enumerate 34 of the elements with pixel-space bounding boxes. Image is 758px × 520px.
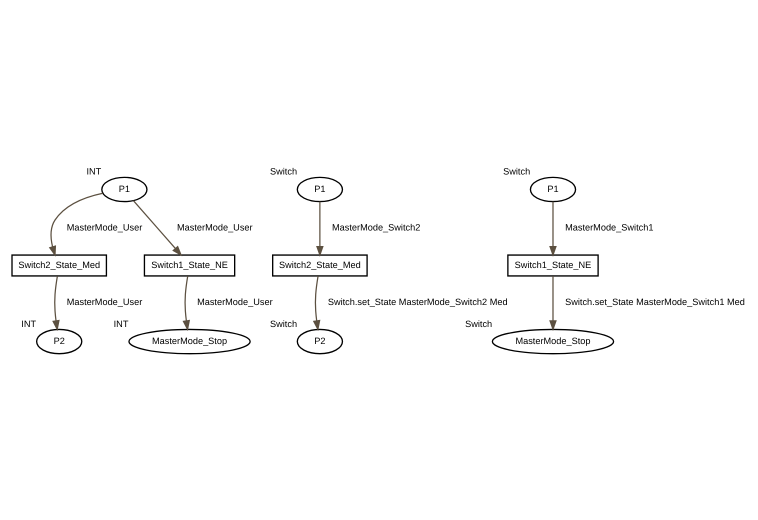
edge-label: MasterMode_Switch2: [332, 222, 420, 232]
node-box: Switch2_State_Med: [272, 254, 368, 276]
node-ellipse: P1: [530, 176, 576, 202]
arrow: [132, 200, 182, 256]
arrow: [182, 276, 190, 331]
node-box: Switch1_State_NE: [507, 254, 599, 276]
edge-label: Switch.set_State MasterMode_Switch1 Med: [565, 296, 745, 307]
node-ellipse: MasterMode_Stop: [492, 328, 614, 354]
node-label: Switch: [270, 166, 298, 176]
node-label: Switch: [503, 166, 530, 176]
arrow: [316, 201, 324, 256]
node-label: INT: [21, 318, 36, 328]
arrow: [48, 192, 103, 256]
node-label: Switch: [270, 318, 298, 328]
edge-label: MasterMode_User: [177, 222, 253, 232]
edge-label: MasterMode_User: [66, 222, 142, 232]
node-ellipse: P2: [296, 328, 344, 354]
node-ellipse: P2: [36, 328, 82, 354]
arrow: [52, 276, 60, 331]
node-ellipse: P1: [296, 176, 344, 202]
edge-label: Switch.set_State MasterMode_Switch2 Med: [328, 296, 508, 307]
node-label: INT: [86, 166, 102, 176]
edge-label: MasterMode_User: [66, 296, 142, 307]
node-ellipse: P1: [101, 176, 148, 202]
edge-label: MasterMode_User: [197, 296, 273, 307]
arrow: [312, 276, 320, 331]
node-ellipse: MasterMode_Stop: [128, 328, 251, 354]
edge-label: MasterMode_Switch1: [565, 222, 654, 232]
node-box: Switch1_State_NE: [144, 254, 236, 276]
node-label: Switch: [465, 318, 492, 328]
node-label: INT: [114, 318, 128, 328]
arrow: [549, 201, 557, 256]
node-box: Switch2_State_Med: [11, 254, 108, 276]
arrow: [549, 276, 557, 331]
